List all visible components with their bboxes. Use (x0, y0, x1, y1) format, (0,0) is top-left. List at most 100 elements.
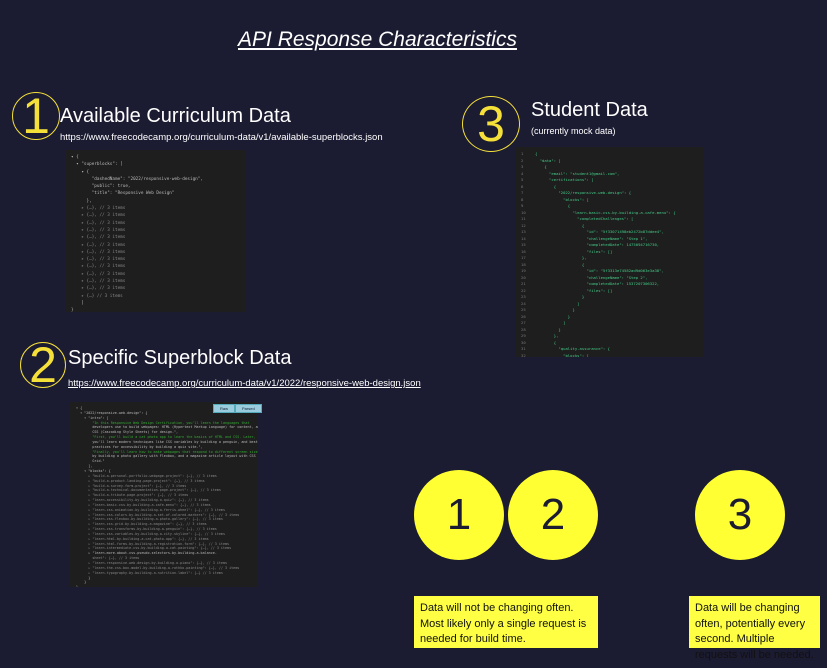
code-text: ▸ "learn-css-transforms-by-building-a-pe… (76, 527, 217, 532)
code-line: 32 "blocks": [ (521, 353, 697, 358)
code-line: 24 ] (521, 301, 697, 308)
code-line: ▸ {…}, // 3 items (71, 249, 239, 256)
line-number: 30 (521, 339, 526, 345)
code-text: ▸ "learn-css-flexbox-by-building-a-photo… (76, 517, 223, 522)
code-text: ▸ {…}, // 3 items (71, 227, 126, 233)
line-number: 7 (521, 190, 524, 195)
section-heading-curriculum: Available Curriculum Data (60, 105, 291, 127)
code-line: 25 } (521, 307, 697, 314)
code-line: ▸ {…}, // 3 items (71, 220, 239, 227)
superblock-url[interactable]: https://www.freecodecamp.org/curriculum-… (68, 378, 421, 389)
line-number: 32 (521, 352, 526, 358)
code-text: } (76, 575, 91, 580)
code-text: ▾ "superblocks": [ (71, 162, 123, 168)
code-line: 11 "completedChallenges": [ (521, 216, 697, 223)
code-line: 7 "2022/responsive-web-design": { (521, 190, 697, 197)
code-text: "completedChallenges": [ (535, 216, 634, 221)
code-text: ] (71, 300, 84, 306)
code-text: } (535, 313, 571, 319)
code-text: "blocks": [ (535, 352, 589, 358)
code-line: } (71, 307, 239, 312)
code-line: ▸ {…}, // 3 items (71, 256, 239, 263)
curriculum-url[interactable]: https://www.freecodecamp.org/curriculum-… (60, 132, 383, 143)
code-line: Grid." (76, 459, 252, 464)
code-line: 20 "challengeName": "Step 2", (521, 275, 697, 282)
code-line: developers use to build webpages: HTML (… (76, 425, 258, 430)
section-heading-student: Student Data (531, 99, 648, 121)
code-text: ▸ {…}, // 3 items (71, 264, 126, 270)
line-number: 1 (521, 151, 524, 156)
section-number-3: 3 (462, 96, 520, 152)
code-text: ▸ {…}, // 3 items (71, 279, 126, 285)
code-line: } (76, 585, 252, 587)
code-line: 19 "id": "5f3313e74582ad9d063e3a38", (521, 268, 697, 275)
line-number: 26 (521, 313, 526, 319)
line-number: 17 (521, 255, 526, 260)
code-line: 2 "data": [ (521, 158, 697, 165)
code-line: 26 } (521, 314, 697, 321)
code-line: you'll learn modern techniques like CSS … (76, 440, 257, 445)
code-text: } (76, 580, 87, 585)
line-number: 24 (521, 300, 526, 306)
code-text: "id": "5f33071498eb2472b87ddee4", (535, 229, 664, 234)
code-text: ▸ "build-a-tribute-page-project": {…}, /… (76, 493, 189, 498)
code-line: ▸ "learn-accessibility-by-building-a-qui… (76, 498, 252, 503)
code-text: { (535, 203, 571, 208)
code-text: ▸ "learn-css-variables-by-building-a-cit… (76, 531, 226, 536)
line-number: 13 (521, 229, 526, 234)
code-text: { (535, 164, 547, 169)
code-line: ▸ "learn-html-by-building-a-cat-photo-ap… (76, 537, 252, 542)
code-line: 18 { (521, 262, 697, 269)
code-line: ▸ "build-a-survey-form-project": {…}, //… (76, 484, 252, 489)
code-text: { (535, 151, 538, 156)
line-number: 18 (521, 261, 526, 267)
raw-button[interactable]: Raw (213, 404, 236, 413)
code-line: }, (71, 198, 239, 205)
code-line: 23 } (521, 294, 697, 301)
code-text: ▸ "learn-responsive-web-design-by-buildi… (76, 561, 228, 565)
code-text: ▸ "build-a-survey-form-project": {…}, //… (76, 483, 187, 488)
code-line: ▸ "learn-css-animation-by-building-a-fer… (76, 508, 252, 513)
code-text: ▸ {…}, // 3 items (71, 271, 126, 277)
code-line: 30 { (521, 340, 697, 347)
code-text: ▸ "learn-css-colors-by-building-a-set-of… (76, 512, 240, 517)
code-text: ▸ "build-a-personal-portfolio-webpage-pr… (76, 473, 217, 478)
line-number: 25 (521, 307, 526, 312)
code-line: 4 "email": "student1@gmail.com", (521, 171, 697, 178)
code-text: ▸ {…}, // 3 items (71, 235, 126, 241)
code-line: 21 "completedDate": 1537207306322, (521, 281, 697, 288)
code-text: "quality-assurance": { (535, 346, 610, 351)
code-line: ▸ "learn-css-grid-by-building-a-magazine… (76, 522, 252, 527)
line-number: 5 (521, 177, 524, 182)
code-text: ▸ "learn-accessibility-by-building-a-qui… (76, 498, 209, 503)
code-text: }, (535, 255, 587, 260)
code-text: ▸ "learn-html-forms-by-building-a-regist… (76, 541, 230, 546)
code-text: you'll learn modern techniques like CSS … (76, 439, 258, 444)
code-line: 8 "blocks": [ (521, 197, 697, 204)
code-line: ▸ "build-a-personal-portfolio-webpage-pr… (76, 474, 252, 479)
code-line: ▸ "build-a-technical-documentation-page-… (76, 488, 252, 493)
code-line: ▸ {…} // 3 items (71, 293, 239, 300)
code-line: 27 ] (521, 320, 697, 327)
code-text: ▸ "learn-html-by-building-a-cat-photo-ap… (76, 536, 209, 541)
code-text: Grid." (76, 459, 105, 464)
code-line: 28 } (521, 327, 697, 334)
code-text: "Finally, you'll learn how to make webpa… (76, 449, 258, 454)
code-text: }, (71, 198, 92, 204)
line-number: 21 (521, 281, 526, 286)
line-number: 31 (521, 346, 526, 351)
code-text: ▸ {…}, // 3 items (71, 257, 126, 263)
code-line: ▸ {…}, // 3 items (71, 278, 239, 285)
line-number: 29 (521, 333, 526, 338)
section-number-1: 1 (12, 91, 60, 141)
code-line: ▸ "learn-intermediate-css-by-building-a-… (76, 546, 252, 551)
code-line: ▸ "build-a-product-landing-page-project"… (76, 479, 252, 484)
code-line: ▾ "superblocks": [ (71, 161, 239, 168)
code-line: 9 { (521, 203, 697, 210)
parsed-button[interactable]: Parsed (235, 404, 262, 413)
code-text: "challengeName": "Step 1", (535, 235, 648, 241)
code-text: ] (535, 300, 580, 306)
code-text: sheet": {…}, // 3 items (76, 556, 140, 561)
student-subheading: (currently mock data) (531, 126, 616, 136)
code-line: 12 { (521, 223, 697, 230)
